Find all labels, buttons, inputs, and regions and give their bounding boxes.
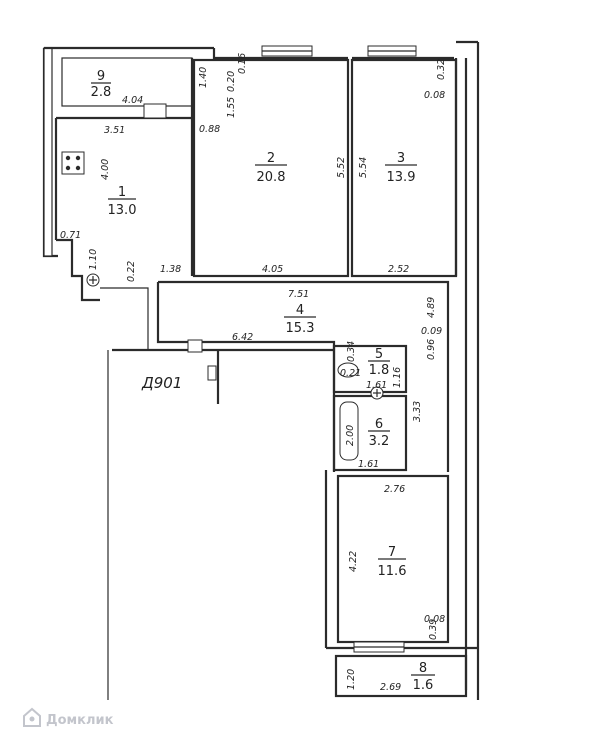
room-6-area: 3.2 <box>369 434 390 449</box>
dim-label: 0.21 <box>340 368 361 379</box>
dim-label: 2.76 <box>384 484 405 495</box>
dim-label: 2.69 <box>380 682 401 693</box>
dim-label: 1.55 <box>226 97 237 118</box>
dim-label: 5.52 <box>336 157 347 178</box>
dim-label: 5.54 <box>358 157 369 178</box>
dim-label: 3.51 <box>104 125 125 136</box>
dim-label: 0.34 <box>346 341 357 362</box>
dim-label: 3.33 <box>412 401 423 422</box>
dim-label: 0.96 <box>426 339 437 360</box>
toilet-icon <box>337 362 359 378</box>
windows <box>143 45 417 653</box>
dim-label: 2.00 <box>345 425 356 446</box>
dim-label: 0.39 <box>428 619 439 640</box>
dim-label: 0.16 <box>237 53 248 74</box>
dim-label: 4.04 <box>122 95 143 106</box>
room-5-number: 5 <box>375 347 383 362</box>
dim-label: 0.20 <box>226 71 237 92</box>
room-3-area: 13.9 <box>387 170 416 185</box>
domclick-logo-icon <box>23 707 41 727</box>
walls <box>42 40 480 700</box>
building-code: Д901 <box>141 374 182 392</box>
dim-label: 0.88 <box>199 124 220 135</box>
sink-icon <box>370 386 384 400</box>
dim-label: 1.10 <box>88 249 99 270</box>
watermark: Домклик <box>23 707 114 728</box>
room-6-number: 6 <box>375 417 383 432</box>
dim-label: 1.16 <box>392 367 403 388</box>
dim-label: 1.61 <box>358 459 379 470</box>
dim-label: 0.71 <box>60 230 81 241</box>
room-7-number: 7 <box>388 545 396 560</box>
dim-label: 2.52 <box>388 264 409 275</box>
room-labels: 9 2.8 1 13.0 2 20.8 3 13.9 4 15.3 5 1.8 … <box>91 69 435 693</box>
dim-label: 7.51 <box>288 289 309 300</box>
dim-label: 6.42 <box>232 332 253 343</box>
dim-label: 0.32 <box>436 59 447 80</box>
room-8-number: 8 <box>419 661 427 676</box>
dim-label: 4.22 <box>348 551 359 572</box>
dim-label: 4.89 <box>426 297 437 318</box>
room-2-number: 2 <box>267 151 275 166</box>
dim-label: 1.40 <box>198 67 209 88</box>
room-1-area: 13.0 <box>108 203 137 218</box>
stove-icon <box>61 151 85 175</box>
room-3-number: 3 <box>397 151 405 166</box>
dim-label: 0.09 <box>421 326 442 337</box>
watermark-text: Домклик <box>46 713 114 728</box>
dim-label: 1.38 <box>160 264 181 275</box>
room-5-area: 1.8 <box>369 363 390 378</box>
riser-icon <box>86 273 100 287</box>
room-1-number: 1 <box>118 185 126 200</box>
dim-label: 0.08 <box>424 614 445 625</box>
dim-label: 4.00 <box>100 159 111 180</box>
room-4-number: 4 <box>296 303 304 318</box>
room-9-area: 2.8 <box>91 85 112 100</box>
room-4-area: 15.3 <box>286 321 315 336</box>
room-9-number: 9 <box>97 69 105 84</box>
room-7-area: 11.6 <box>378 564 407 579</box>
room-2-area: 20.8 <box>257 170 286 185</box>
room-8-area: 1.6 <box>413 678 434 693</box>
dim-label: 0.08 <box>424 90 445 101</box>
dim-label: 4.05 <box>262 264 283 275</box>
dim-label: 1.61 <box>366 380 387 391</box>
dim-label: 0.22 <box>126 261 137 282</box>
dim-label: 1.20 <box>346 669 357 690</box>
bathtub-icon <box>339 401 359 461</box>
dimension-labels: 1.40 0.20 0.16 1.55 0.32 0.08 4.04 3.51 … <box>60 53 447 693</box>
